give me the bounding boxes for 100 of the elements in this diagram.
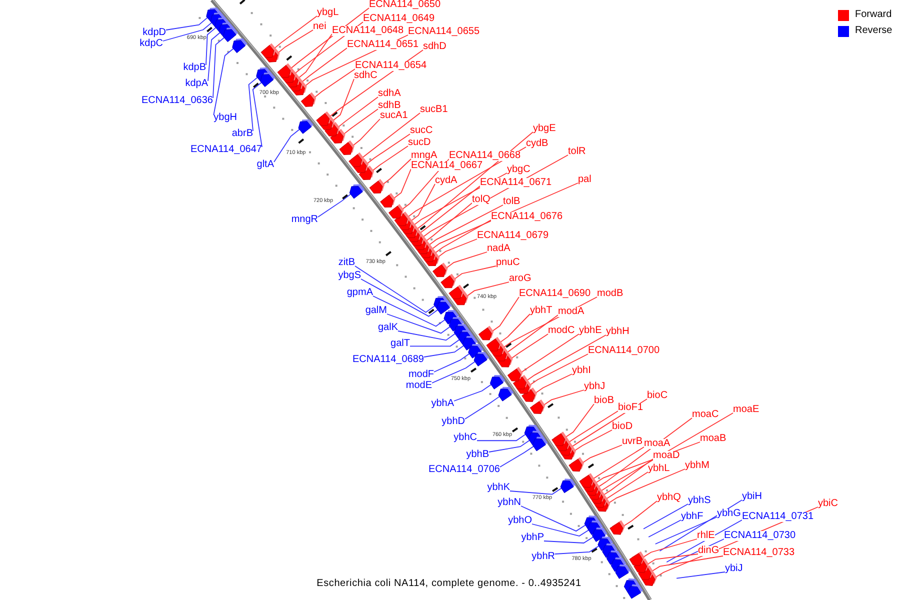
gene-label: ybhE bbox=[579, 326, 602, 336]
gene-label: ECNA114_0636 bbox=[141, 96, 213, 106]
leader-line bbox=[424, 345, 464, 358]
gene-label: galK bbox=[378, 323, 398, 333]
leader-line bbox=[580, 444, 622, 464]
gene-block bbox=[507, 366, 523, 382]
gene-label: ybhM bbox=[685, 461, 710, 471]
leader-line bbox=[360, 278, 438, 317]
leader-line bbox=[659, 500, 742, 552]
gene-label: ECNA114_0676 bbox=[491, 212, 563, 222]
leader-line bbox=[510, 488, 562, 495]
leader-line bbox=[646, 554, 698, 566]
leader-line bbox=[500, 446, 534, 468]
gene-label: galM bbox=[365, 306, 387, 316]
gene-label: mngA bbox=[411, 151, 438, 161]
leader-line bbox=[432, 361, 476, 384]
legend-label: Forward bbox=[855, 9, 892, 21]
leader-line bbox=[564, 404, 594, 439]
gene-block bbox=[232, 38, 248, 54]
leader-line bbox=[212, 37, 225, 98]
gene-block bbox=[568, 457, 584, 472]
leader-line bbox=[365, 134, 410, 166]
gene-block bbox=[532, 436, 548, 452]
gene-label: ECNA114_0654 bbox=[355, 61, 427, 71]
gene-block bbox=[349, 184, 365, 199]
leader-line bbox=[331, 78, 354, 122]
gene-label: tolB bbox=[503, 197, 520, 207]
gene-block bbox=[478, 326, 494, 340]
gene-block bbox=[629, 551, 645, 566]
gene-label: ybhP bbox=[521, 533, 544, 543]
gene-label: sucC bbox=[410, 126, 433, 136]
leader-line bbox=[505, 314, 558, 354]
leader-line bbox=[528, 354, 588, 386]
gene-label: modC bbox=[548, 326, 575, 336]
leader-line bbox=[206, 27, 216, 66]
gene-block bbox=[552, 432, 567, 446]
leader-line bbox=[510, 334, 548, 360]
gene-label: uvrB bbox=[622, 437, 643, 447]
gene-label: ybiJ bbox=[725, 564, 743, 574]
leader-line bbox=[532, 524, 590, 537]
gene-label: pnuC bbox=[496, 258, 520, 268]
leader-line bbox=[300, 48, 348, 84]
gene-label: ybhN bbox=[498, 498, 521, 508]
gene-label: ybhJ bbox=[584, 382, 606, 392]
gene-label: modF bbox=[408, 370, 434, 380]
gene-block bbox=[339, 140, 354, 155]
leader-line bbox=[676, 572, 726, 579]
legend-label: Reverse bbox=[855, 25, 892, 37]
gene-block bbox=[530, 400, 546, 414]
leader-line bbox=[296, 34, 332, 80]
leader-line bbox=[274, 128, 300, 162]
gene-block bbox=[560, 478, 576, 494]
leader-line bbox=[208, 32, 220, 82]
gene-label: kdpB bbox=[183, 63, 206, 73]
leader-line bbox=[650, 556, 724, 573]
leader-line bbox=[360, 112, 420, 160]
gene-label: sdhC bbox=[354, 71, 378, 81]
gene-block bbox=[388, 204, 404, 219]
leader-line bbox=[318, 194, 351, 218]
leader-line bbox=[336, 96, 378, 129]
gene-label: cydB bbox=[526, 139, 548, 149]
leader-line bbox=[654, 516, 718, 544]
gene-label: sucB1 bbox=[420, 105, 448, 115]
leader-line bbox=[418, 186, 480, 234]
gene-label: gltA bbox=[256, 160, 274, 170]
gene-label: ybhD bbox=[442, 417, 465, 427]
gene-label: ybhQ bbox=[657, 493, 681, 503]
leader-line bbox=[276, 30, 314, 54]
leader-line bbox=[213, 48, 234, 116]
gene-block bbox=[277, 63, 292, 78]
gene-block bbox=[380, 193, 396, 208]
gene-label: ybgS bbox=[338, 271, 361, 281]
leader-line bbox=[544, 536, 594, 544]
leader-line bbox=[248, 77, 258, 132]
leader-line bbox=[567, 410, 618, 444]
leader-line bbox=[354, 266, 436, 313]
gene-label: ybhI bbox=[572, 366, 591, 376]
leader-line bbox=[392, 168, 412, 200]
leader-line bbox=[599, 412, 734, 492]
leader-line bbox=[534, 374, 572, 394]
gene-label: moaD bbox=[653, 451, 680, 461]
leader-line bbox=[648, 520, 682, 538]
gene-label: moaA bbox=[644, 439, 670, 449]
gene-label: ybiH bbox=[742, 492, 762, 502]
leader-line bbox=[372, 296, 446, 327]
gene-label: rhlE bbox=[697, 531, 715, 541]
gene-label: ECNA114_0648 bbox=[332, 26, 404, 36]
gene-label: ybhB bbox=[466, 450, 489, 460]
leader-line bbox=[476, 434, 526, 442]
gene-label: sdhA bbox=[378, 89, 401, 99]
gene-label: bioC bbox=[647, 391, 668, 401]
gene-block bbox=[369, 178, 385, 194]
leader-line bbox=[381, 158, 412, 186]
leader-line bbox=[572, 430, 612, 452]
leader-line bbox=[398, 330, 456, 341]
gene-label: ECNA114_0655 bbox=[408, 27, 480, 37]
leader-line bbox=[312, 68, 356, 100]
gene-label: tolQ bbox=[472, 195, 490, 205]
gene-label: ybhC bbox=[454, 433, 477, 443]
gene-label: moaE bbox=[733, 405, 760, 415]
